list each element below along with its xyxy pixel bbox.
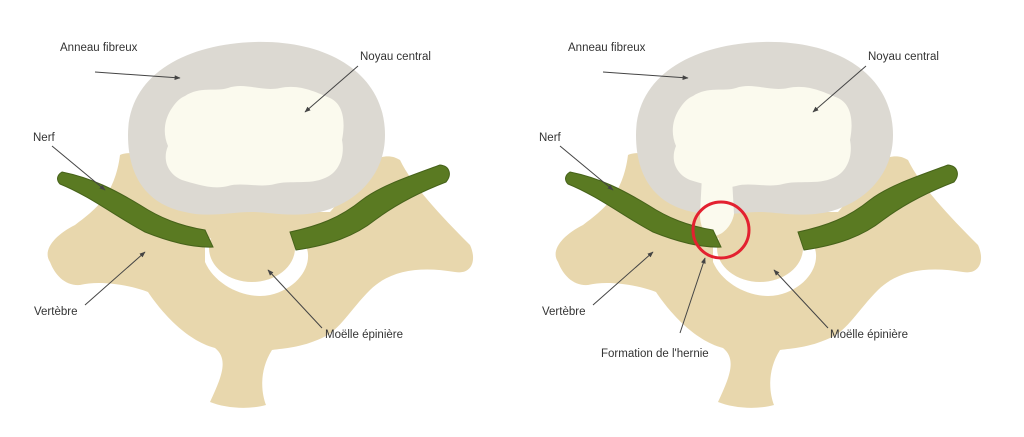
nerve-left (57, 171, 214, 248)
arrow-vertebra (84, 251, 146, 306)
arrow-nerve (559, 145, 614, 191)
arrow-nucleus (304, 65, 359, 113)
arrow-annulus (602, 71, 689, 81)
label-nerve: Nerf (539, 132, 562, 144)
label-spinal-cord: Moëlle épinière (325, 329, 403, 341)
label-nerve: Nerf (33, 132, 56, 144)
spinal-cord (717, 214, 803, 282)
herniated-nucleus (700, 176, 734, 236)
nucleus-pulposus (164, 86, 344, 188)
arrow-nucleus (812, 65, 867, 113)
arrow-nerve (51, 145, 106, 191)
label-annulus: Anneau fibreux (60, 42, 138, 54)
left-diagram: Anneau fibreux Noyau central Nerf Vertèb… (33, 41, 474, 408)
spinal-cord (209, 214, 295, 282)
label-nucleus: Noyau central (360, 51, 431, 63)
label-annulus: Anneau fibreux (568, 42, 646, 54)
arrow-vertebra (592, 251, 654, 306)
nerve-left (565, 171, 722, 248)
hernia-highlight-circle (691, 200, 751, 260)
label-vertebra: Vertèbre (542, 306, 585, 318)
label-hernia: Formation de l'hernie (601, 348, 709, 360)
arrow-spinal-cord (773, 269, 829, 329)
label-vertebra: Vertèbre (34, 306, 77, 318)
nerve-right (289, 164, 450, 251)
arrow-spinal-cord (267, 269, 323, 329)
arrow-annulus (94, 71, 181, 81)
label-spinal-cord: Moëlle épinière (830, 329, 908, 341)
label-nucleus: Noyau central (868, 51, 939, 63)
nucleus-pulposus (672, 86, 852, 188)
arrow-hernia (679, 257, 706, 334)
right-diagram: Anneau fibreux Noyau central Nerf Vertèb… (539, 41, 982, 408)
nerve-right (797, 164, 958, 251)
